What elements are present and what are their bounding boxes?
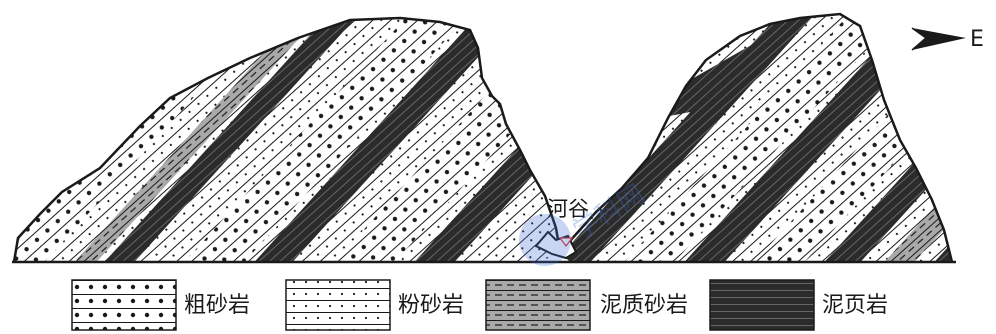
stratum-shale xyxy=(220,18,548,262)
legend-item-coarse: 粗砂岩 xyxy=(71,279,250,331)
legend-item-muddy: 泥质砂岩 xyxy=(485,279,688,331)
stratum-silt xyxy=(430,18,560,262)
legend-item-shale: 泥页岩 xyxy=(709,279,888,331)
stratum-coarse xyxy=(720,14,952,262)
east-label: E xyxy=(970,27,984,52)
east-arrow-icon: E xyxy=(911,27,984,52)
stratum-muddy xyxy=(850,14,952,262)
legend-label: 泥质砂岩 xyxy=(600,293,688,318)
stratum-coarse xyxy=(150,18,500,262)
stratum-shale xyxy=(70,18,390,262)
water-level-icon xyxy=(558,237,574,247)
legend-item-silt: 粉砂岩 xyxy=(285,279,464,331)
right-ridge-outline xyxy=(559,12,954,263)
left-ridge-outline xyxy=(12,16,562,263)
stratum-shale xyxy=(790,14,952,262)
stratum-shale xyxy=(560,14,846,262)
legend: 粗砂岩 粉砂岩 泥质砂岩 泥页岩 xyxy=(71,279,888,331)
legend-label: 泥页岩 xyxy=(822,293,888,318)
legend-label: 粉砂岩 xyxy=(398,293,464,318)
stratum-muddy xyxy=(40,18,352,262)
valley-label: 河谷 xyxy=(547,197,589,221)
legend-label: 粗砂岩 xyxy=(184,293,250,318)
stratum-coarse xyxy=(300,18,560,262)
stratum-coarse xyxy=(590,14,930,262)
